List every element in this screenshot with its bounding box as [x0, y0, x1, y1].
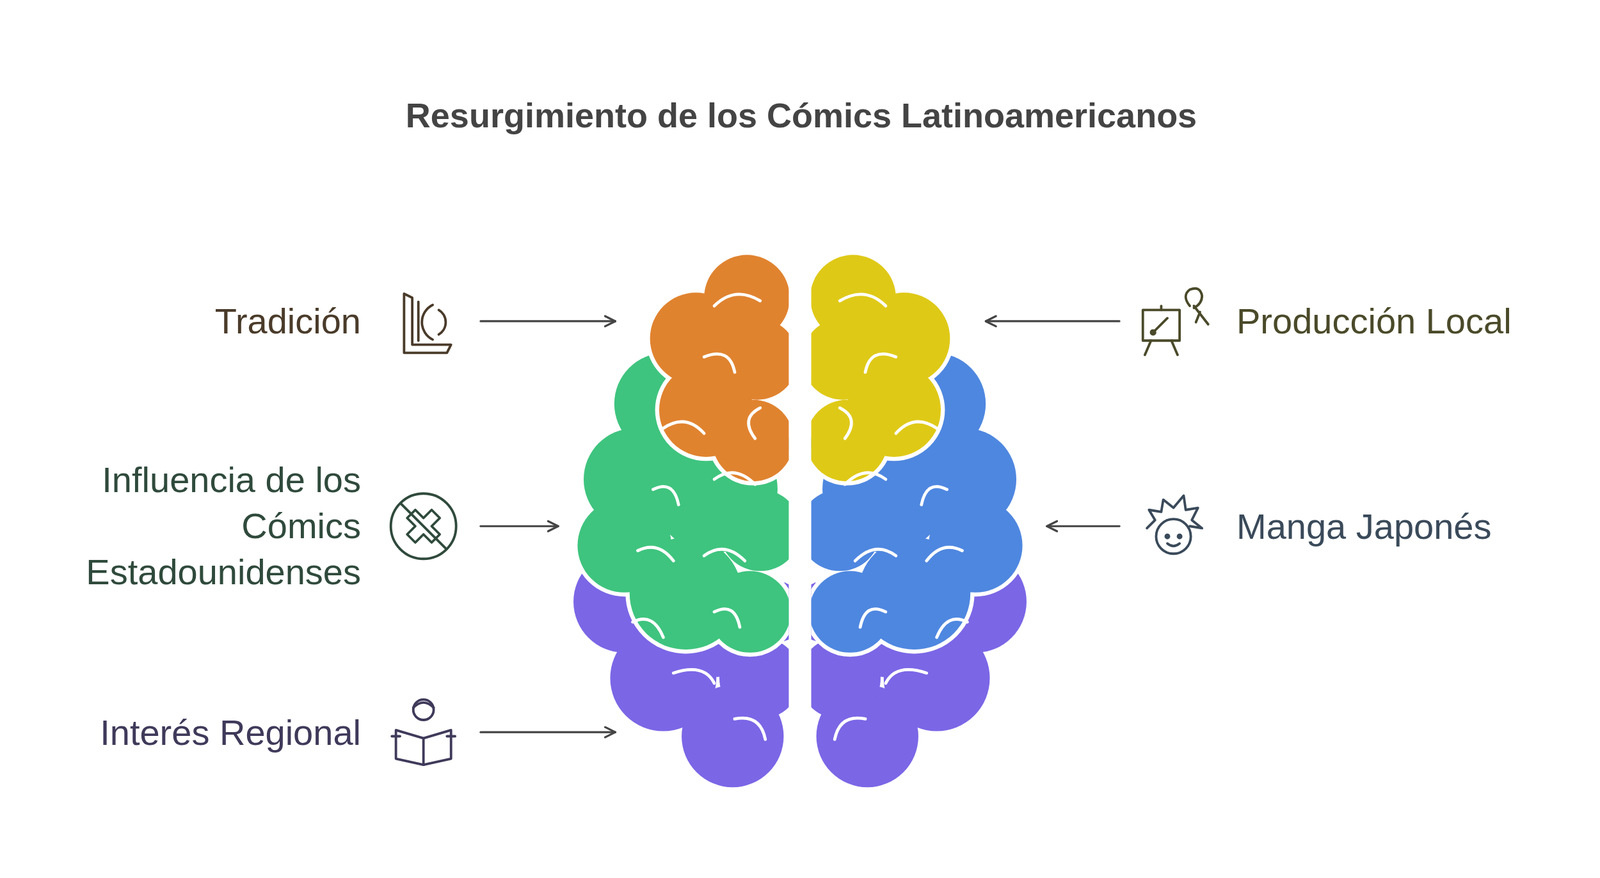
brain-fold — [834, 718, 866, 740]
factor-label: Manga Japonés — [1236, 503, 1492, 550]
lobe-fill — [811, 400, 889, 482]
brain-fold — [844, 472, 886, 485]
brain-fold — [704, 549, 745, 561]
brain-fold — [885, 669, 927, 683]
brain-fold — [714, 472, 756, 485]
brain-fold — [896, 421, 937, 434]
lobe-fill — [709, 570, 789, 653]
leader-arrow — [480, 320, 616, 322]
lobe-fill — [719, 489, 789, 571]
brain-fold — [921, 486, 948, 505]
brain-fold — [632, 618, 664, 637]
brain-fold — [748, 407, 761, 439]
brain-fold — [860, 609, 886, 628]
factor-label: Tradición — [215, 298, 361, 345]
brain-fold — [865, 353, 896, 372]
diagram-title: Resurgimiento de los Cómics Latinoameric… — [405, 95, 1197, 136]
brain-fold — [926, 547, 963, 561]
leader-arrow — [480, 731, 616, 734]
brain-fold — [673, 669, 715, 683]
factor-label: Producción Local — [1236, 298, 1512, 345]
brain-right-hemisphere — [793, 254, 1027, 788]
brain-fold — [839, 407, 852, 439]
influence-icon — [391, 493, 457, 559]
brain-left-hemisphere — [573, 254, 807, 788]
brain-fold — [734, 718, 766, 740]
leader-arrow — [1047, 525, 1120, 528]
manga-icon — [1146, 495, 1202, 554]
lobe-outline — [709, 570, 789, 653]
lobe-fill — [712, 400, 790, 482]
brain-fold — [855, 549, 896, 561]
lobe-fill — [811, 570, 891, 653]
factor-label: Interés Regional — [99, 709, 361, 756]
reader-icon — [391, 699, 456, 765]
leader-arrow — [480, 525, 559, 528]
brain-fold — [637, 547, 674, 561]
leader-arrow — [985, 320, 1120, 322]
tradition-icon — [403, 293, 451, 353]
easel-icon — [1143, 288, 1209, 356]
brain-fold — [663, 421, 704, 434]
brain-fold — [652, 486, 679, 505]
brain-fold — [704, 353, 735, 372]
brain-fold — [839, 294, 886, 306]
lobe-fill — [811, 489, 881, 571]
brain-fold — [936, 618, 968, 637]
brain-fold — [714, 609, 740, 628]
factor-label: Influencia de los Cómics Estadounidenses — [53, 456, 361, 596]
leader-arrows — [480, 321, 1120, 733]
brain-fold — [714, 294, 761, 306]
lobe-outline — [811, 570, 891, 653]
